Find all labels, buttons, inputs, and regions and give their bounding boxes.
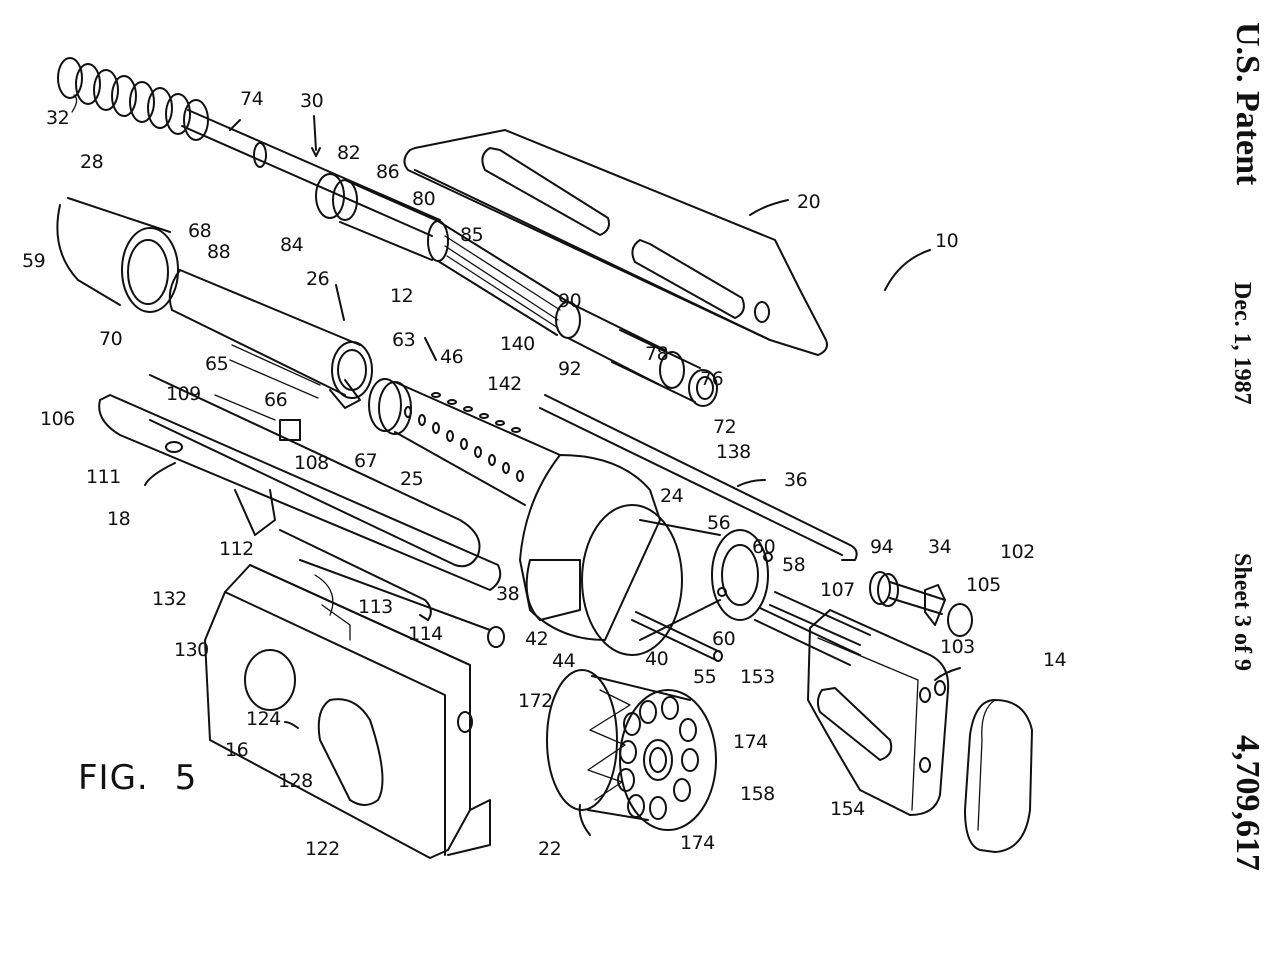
ref-65: 65 xyxy=(205,353,229,375)
trigger-housing-18 xyxy=(98,374,505,648)
ref-172: 172 xyxy=(518,690,553,712)
ref-174a: 174 xyxy=(733,731,768,753)
ref-82: 82 xyxy=(337,142,361,164)
ref-94: 94 xyxy=(870,536,894,558)
spring-32 xyxy=(57,57,209,141)
ref-132: 132 xyxy=(152,588,187,610)
ref-130: 130 xyxy=(174,639,209,661)
ref-63: 63 xyxy=(392,329,416,351)
ref-107: 107 xyxy=(820,579,855,601)
ref-58: 58 xyxy=(782,554,806,576)
ref-114: 114 xyxy=(408,623,443,645)
patent-title: U.S. Patent xyxy=(1229,22,1266,186)
patent-margin-header: U.S. Patent Dec. 1, 1987 Sheet 3 of 9 4,… xyxy=(1228,0,1272,973)
ref-72: 72 xyxy=(713,416,737,438)
ref-40: 40 xyxy=(645,648,669,670)
ref-88: 88 xyxy=(207,241,231,263)
ref-42: 42 xyxy=(525,628,549,650)
ref-68: 68 xyxy=(188,220,212,242)
tube-26 xyxy=(168,269,373,409)
ref-14: 14 xyxy=(1043,649,1067,671)
ref-153: 153 xyxy=(740,666,775,688)
grip-frame-16 xyxy=(204,564,491,859)
patent-number: 4,709,617 xyxy=(1229,735,1266,871)
pin-55 xyxy=(631,611,723,662)
magazine-22 xyxy=(546,669,717,831)
ref-16: 16 xyxy=(225,739,249,761)
ref-106: 106 xyxy=(40,408,75,430)
ref-25: 25 xyxy=(400,468,424,490)
ref-122: 122 xyxy=(305,838,340,860)
figure-label: FIG. 5 xyxy=(78,758,197,798)
ref-103: 103 xyxy=(940,636,975,658)
ref-84: 84 xyxy=(280,234,304,256)
ref-60b: 60 xyxy=(712,628,736,650)
patent-date: Dec. 1, 1987 xyxy=(1229,282,1255,405)
barrel-12 xyxy=(368,378,561,506)
rail-36 xyxy=(539,394,858,561)
pump-rod-30 xyxy=(181,109,718,407)
ref-56: 56 xyxy=(707,512,731,534)
ref-92: 92 xyxy=(558,358,582,380)
ref-59: 59 xyxy=(22,250,46,272)
ref-85: 85 xyxy=(460,224,484,246)
ref-28: 28 xyxy=(80,151,104,173)
ref-102: 102 xyxy=(1000,541,1035,563)
ref-55: 55 xyxy=(693,666,717,688)
ref-67: 67 xyxy=(354,450,378,472)
ref-26: 26 xyxy=(306,268,330,290)
stock-14 xyxy=(807,609,950,816)
grip-28 xyxy=(56,197,179,313)
ref-46: 46 xyxy=(440,346,464,368)
ref-34: 34 xyxy=(928,536,952,558)
ref-128: 128 xyxy=(278,770,313,792)
figure-prefix: FIG. xyxy=(78,758,149,798)
ref-66: 66 xyxy=(264,389,288,411)
ref-140: 140 xyxy=(500,333,535,355)
ref-44: 44 xyxy=(552,650,576,672)
ref-20: 20 xyxy=(797,191,821,213)
plug-34 xyxy=(869,571,973,637)
ref-30: 30 xyxy=(300,90,324,112)
forend-20 xyxy=(403,129,828,356)
ref-138: 138 xyxy=(716,441,751,463)
ref-174b: 174 xyxy=(680,832,715,854)
ref-124: 124 xyxy=(246,708,281,730)
ref-109: 109 xyxy=(166,383,201,405)
butt-pad xyxy=(964,699,1033,853)
receiver-24 xyxy=(519,454,773,656)
ref-154: 154 xyxy=(830,798,865,820)
rods-153 xyxy=(754,591,871,666)
ref-22: 22 xyxy=(538,838,562,860)
ref-113: 113 xyxy=(358,596,393,618)
ref-158: 158 xyxy=(740,783,775,805)
ref-32: 32 xyxy=(46,107,70,129)
ref-10: 10 xyxy=(935,230,959,252)
ref-80: 80 xyxy=(412,188,436,210)
ref-18: 18 xyxy=(107,508,131,530)
ref-70: 70 xyxy=(99,328,123,350)
ref-105: 105 xyxy=(966,574,1001,596)
ref-60a: 60 xyxy=(752,536,776,558)
ref-78: 78 xyxy=(645,343,669,365)
sheet-number: Sheet 3 of 9 xyxy=(1229,553,1255,671)
ref-142: 142 xyxy=(487,373,522,395)
ref-74: 74 xyxy=(240,88,264,110)
ref-76: 76 xyxy=(700,368,724,390)
figure-number: 5 xyxy=(174,758,198,798)
ref-90: 90 xyxy=(558,290,582,312)
ref-108: 108 xyxy=(294,452,329,474)
ref-36: 36 xyxy=(784,469,808,491)
ref-38: 38 xyxy=(496,583,520,605)
ref-24: 24 xyxy=(660,485,684,507)
ref-12: 12 xyxy=(390,285,414,307)
ref-111: 111 xyxy=(86,466,121,488)
ref-86: 86 xyxy=(376,161,400,183)
ref-112: 112 xyxy=(219,538,254,560)
leader-lines xyxy=(71,94,961,836)
